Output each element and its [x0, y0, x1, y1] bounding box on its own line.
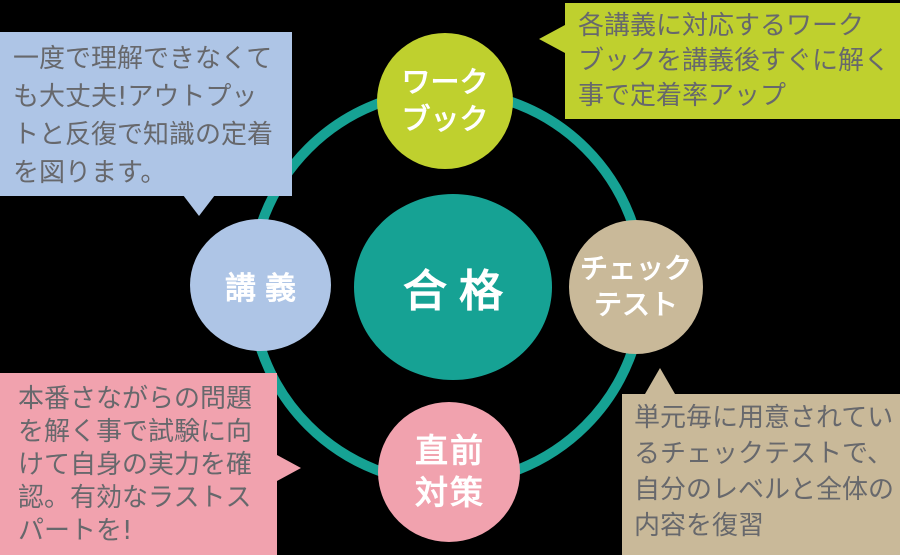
node-check-test-circle: チェック テスト — [569, 220, 703, 354]
node-check-test-label: チェック テスト — [579, 252, 692, 321]
bubble-check-test-tail — [645, 368, 675, 394]
node-workbook-label: ワーク ブック — [401, 65, 489, 136]
goal-circle: 合格 — [354, 194, 552, 380]
bubble-lecture-note: 一度で理解できなくて も大丈夫!アウトプッ トと反復で知識の定着 を図ります。 — [0, 32, 292, 196]
node-lecture-label: 講義 — [225, 270, 305, 307]
bubble-last-minute-tail — [277, 455, 301, 481]
bubble-workbook-note: 各講義に対応するワーク ブックを講義後すぐに解く 事で定着率アップ — [565, 3, 900, 119]
bubble-check-test-note: 単元毎に用意されてい るチェックテストで、 自分のレベルと全体の 内容を復習 — [622, 394, 900, 555]
bubble-lecture-tail — [183, 195, 215, 216]
node-lecture-circle: 講義 — [190, 219, 331, 351]
node-workbook-circle: ワーク ブック — [377, 33, 513, 169]
bubble-last-minute-note: 本番さながらの問題 を解く事で試験に向 けて自身の実力を確 認。有効なラストス … — [0, 373, 277, 555]
node-last-minute-label: 直前 対策 — [415, 431, 485, 512]
goal-circle-label: 合格 — [403, 266, 515, 317]
bubble-workbook-tail — [539, 25, 565, 53]
node-last-minute-circle: 直前 対策 — [378, 402, 520, 542]
